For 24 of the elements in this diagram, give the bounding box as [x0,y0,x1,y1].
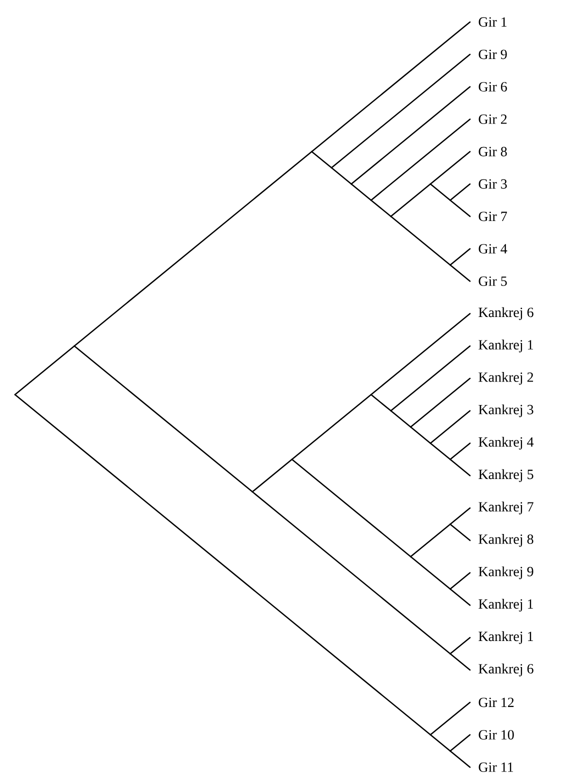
leaf-label: Kankrej 5 [478,469,534,482]
leaf-label: Kankrej 3 [478,404,534,418]
leaf-label: Gir 9 [478,50,507,60]
leaf-label: Gir 2 [478,114,507,124]
leaf-label: Gir 10 [478,730,514,740]
leaf-label: Kankrej 6 [478,664,534,676]
leaf-label: Kankrej 4 [478,436,534,450]
leaf-label: Kankrej 1 [478,598,533,612]
leaf-label: Gir 5 [478,276,507,286]
leaf-label: Kankrej 1 [478,631,533,644]
leaf-label: Gir 7 [478,212,507,222]
leaf-label: Kankrej 1 [478,340,533,352]
leaf-label: Gir 6 [478,82,507,92]
leaf-label: Kankrej 9 [478,566,534,580]
leaf-label: Gir 8 [478,146,507,156]
leaf-label: Kankrej 8 [478,534,534,547]
leaf-label: Kankrej 6 [478,307,534,320]
leaf-label: Gir 4 [478,244,508,254]
leaf-label: Gir 11 [478,762,513,772]
leaf-label: Gir 3 [478,179,507,189]
leaf-label: Kankrej 7 [478,502,534,514]
leaf-label: Kankrej 2 [478,372,534,385]
leaf-label: Gir 12 [478,698,514,708]
leaf-label: Gir 1 [478,17,507,27]
